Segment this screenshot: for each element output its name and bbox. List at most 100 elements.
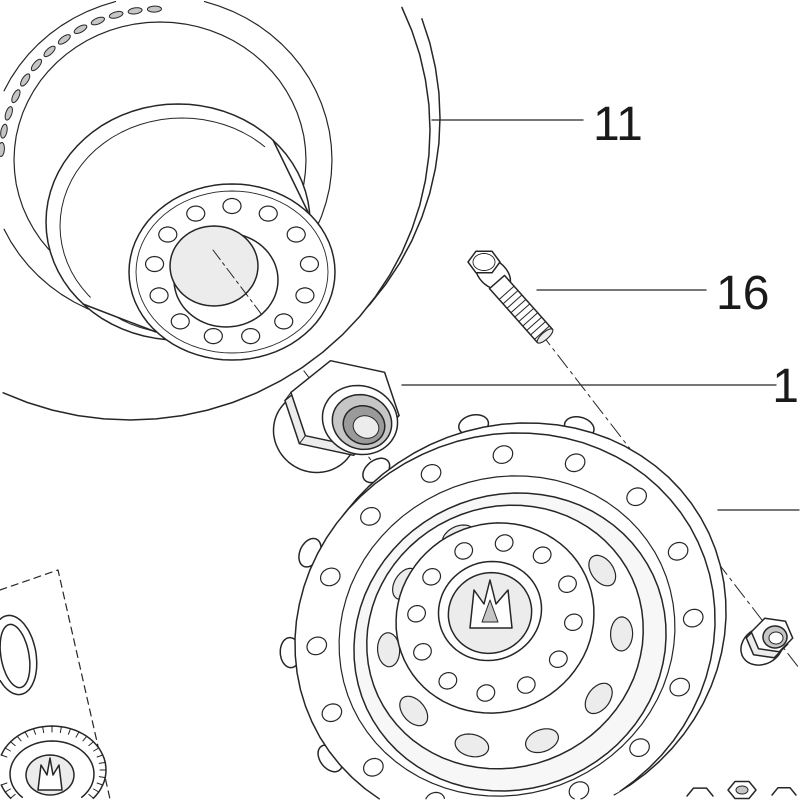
nut-bore-outline (331, 393, 393, 451)
hub-stud-hole-body (533, 547, 551, 564)
hub-spoke-cutout-outline (588, 554, 617, 587)
hub-stud-hole-outline (407, 605, 426, 623)
bolt-thread-outline (499, 286, 515, 300)
disc-vent-slot-body (58, 34, 71, 45)
callout-label-bolt: 16 (716, 267, 769, 320)
bolt-thread-outline (518, 308, 534, 322)
lug-nut-hex-outline (750, 617, 794, 653)
hub-stud-hole-outline (454, 542, 474, 560)
hub-flange-hole (629, 738, 650, 757)
hub-stud-hole (407, 605, 426, 623)
hub-flange-hole (564, 453, 586, 473)
disc-vent-slot-body (44, 46, 56, 57)
hub-stud-hole-body (407, 605, 426, 622)
inset-tone-ring-tooth-outline (88, 741, 94, 747)
hub-stud-hole (558, 575, 577, 593)
hub-flange-hole-body (307, 637, 327, 655)
bolt-head-outline (467, 250, 501, 274)
bolt-shank-body (489, 275, 553, 343)
wheel-bolt (467, 250, 554, 344)
hub-flange-hole-outline (564, 453, 586, 473)
hat-side-upper (272, 139, 309, 213)
bolt-thread (522, 312, 538, 327)
bottom-nut-2-bore-body (736, 786, 748, 794)
inset-tone-ring-tooth (33, 728, 37, 735)
disc-vent-slot-outline (90, 16, 105, 26)
inset-tone-ring-tooth-outline (10, 741, 16, 747)
hub-stud-hole (564, 613, 583, 631)
inset-tone-ring-tooth (4, 788, 11, 793)
disc-stud-hole-outline (203, 328, 223, 345)
hub-spoke-cutout-body (377, 632, 400, 667)
bolt-thread (514, 303, 530, 318)
disc-vent-slot-body (128, 7, 143, 14)
hub-flange-inner-edge-outline (338, 475, 676, 797)
inset-tone-ring-tooth (98, 776, 106, 779)
nut-bore-thread-outline (352, 415, 380, 439)
bolt-tip-body (537, 328, 553, 344)
hub-flange-hole-outline (363, 757, 384, 777)
disc-stud-hole (203, 328, 223, 345)
inset-hub-boss-outline (25, 754, 75, 796)
hub-spoke-cutout-body (455, 734, 489, 757)
hub-stud-hole-body (564, 614, 583, 631)
disc-vent-slot-outline (73, 24, 88, 34)
disc-stud-hole-outline (186, 205, 206, 222)
bolt-thread-outline (506, 294, 523, 309)
bolt-thread (534, 325, 550, 340)
inset-tone-ring-tooth (98, 761, 106, 764)
inset-detail (0, 569, 111, 800)
hub-flange-hole-body (670, 678, 690, 696)
bolt-tip (536, 328, 554, 344)
disc-stud-hole-outline (299, 255, 319, 273)
inset-tone-ring-tooth-outline (0, 754, 8, 758)
inset-tone-ring-tooth (67, 728, 71, 735)
disc-stud-hole (286, 226, 306, 243)
hub-stud-hole-outline (532, 546, 552, 564)
hub-flange-hole-body (320, 568, 340, 586)
bolt-thread-outline (514, 303, 530, 318)
inset-o-ring-inner (0, 623, 31, 689)
hub-flange-hole-body (360, 507, 381, 526)
callout-label-nut: 1 (772, 360, 799, 413)
bolt-thread (506, 294, 523, 309)
disc-vent-slot-outline (11, 89, 21, 104)
lug-nut-bore-inner-body (769, 632, 783, 644)
hub-spoke-cutout (377, 632, 401, 668)
disc-stud-hole-body (295, 287, 314, 303)
disc-vent-slot (90, 16, 105, 26)
disc-stud-hole-body (204, 328, 223, 344)
inset-tone-ring-tooth (93, 788, 100, 793)
hub-flange-hole-outline (420, 464, 442, 483)
disc-stud-hole-outline (158, 226, 178, 243)
disc-vent-slot (43, 45, 56, 58)
hub-emblem-center-body (482, 600, 498, 622)
hub-spoke-cutout-outline (610, 616, 634, 652)
inset-tone-ring-tooth-outline (33, 728, 37, 735)
inset-tone-ring-tooth-outline (96, 754, 104, 758)
inset-tone-ring-tooth-outline (98, 761, 106, 764)
disc-vent-slot-body (11, 89, 20, 103)
hub-flange-hole-body (565, 454, 585, 472)
inset-tone-ring-tooth (82, 735, 88, 742)
inset-tone-ring-tooth (24, 731, 29, 738)
hub-flange-hole-body (322, 703, 342, 722)
bolt-thread (530, 321, 546, 335)
nut-bore-inner-outline (342, 405, 386, 445)
inset-tone-ring-tooth-outline (93, 747, 100, 752)
hub-flange-hole-body (626, 487, 647, 506)
inset-tone-ring-tooth-outline (96, 782, 104, 786)
bolt-thread (510, 299, 526, 313)
hub-stud-hole-body (422, 568, 441, 585)
hub-spoke-cutout-body (588, 555, 616, 586)
hub-flange-hole (320, 567, 341, 587)
inset-tone-ring-tooth (42, 726, 45, 734)
centerline-through-bore-outline (212, 249, 263, 316)
hub-flange-hole-outline (492, 445, 514, 464)
hub-spoke-cutout (399, 695, 429, 727)
inset-tone-ring-tooth (59, 726, 62, 734)
inset-tone-ring-tooth (0, 782, 8, 786)
hub-boss-inner-outline (447, 571, 533, 655)
disc-vent-slot (108, 10, 124, 19)
disc-vent-slot-outline (108, 10, 124, 19)
